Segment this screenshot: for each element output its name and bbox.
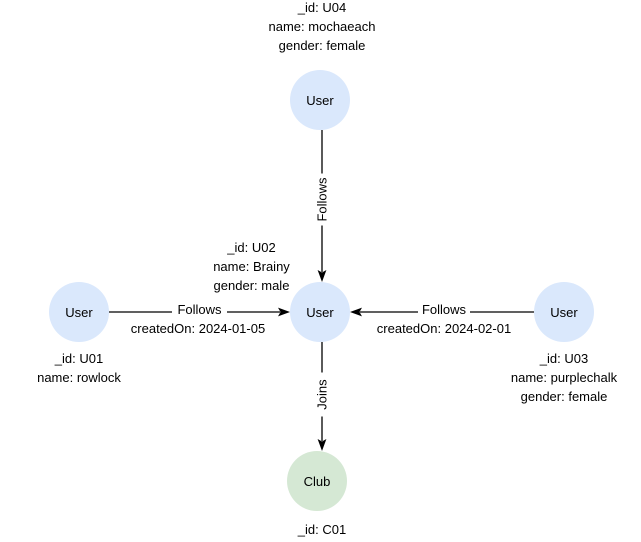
node-club-c01[interactable]: Club bbox=[287, 451, 347, 511]
property-line: _id: U02 bbox=[227, 240, 276, 255]
node-properties-u01[interactable]: _id: U01 name: rowlock bbox=[2, 347, 156, 389]
node-label: User bbox=[65, 304, 93, 320]
edge-label-follows-u03-u02[interactable]: Follows bbox=[418, 301, 470, 318]
node-properties-u02[interactable]: _id: U02 name: Brainy gender: male bbox=[178, 236, 325, 297]
property-line: gender: female bbox=[520, 389, 608, 404]
node-user-u02[interactable]: User bbox=[290, 282, 350, 342]
edge-label-joins-u02-c01[interactable]: Joins bbox=[313, 372, 331, 416]
node-properties-c01[interactable]: _id: C01 bbox=[247, 518, 397, 541]
edge-property-createdon-u01-u02[interactable]: createdOn: 2024-01-05 bbox=[123, 318, 273, 339]
node-user-u04[interactable]: User bbox=[290, 70, 350, 130]
property-line: _id: U04 bbox=[297, 0, 347, 15]
property-line: _id: U03 bbox=[539, 351, 589, 366]
arrowhead-icon bbox=[350, 307, 362, 317]
node-user-u03[interactable]: User bbox=[534, 282, 594, 342]
property-line: name: mochaeach bbox=[268, 19, 376, 34]
property-line: gender: male bbox=[213, 278, 290, 293]
arrowhead-icon bbox=[278, 307, 290, 317]
edge-label-follows-u01-u02[interactable]: Follows bbox=[172, 301, 227, 318]
property-line: name: rowlock bbox=[37, 370, 121, 385]
node-properties-u03[interactable]: _id: U03 name: purplechalk gender: femal… bbox=[487, 347, 641, 408]
node-label: User bbox=[550, 304, 578, 320]
arrowhead-icon bbox=[317, 270, 327, 282]
property-line: name: purplechalk bbox=[510, 370, 618, 385]
node-label: User bbox=[306, 304, 334, 320]
node-properties-u04[interactable]: _id: U04 name: mochaeach gender: female bbox=[244, 0, 400, 57]
property-line: _id: U01 bbox=[54, 351, 104, 366]
node-label: Club bbox=[303, 473, 331, 489]
edge-label-follows-u04-u02[interactable]: Follows bbox=[313, 173, 331, 225]
property-line: _id: C01 bbox=[297, 522, 347, 537]
edge-property-createdon-u03-u02[interactable]: createdOn: 2024-02-01 bbox=[368, 318, 520, 339]
property-line: name: Brainy bbox=[213, 259, 290, 274]
node-user-u01[interactable]: User bbox=[49, 282, 109, 342]
property-line: gender: female bbox=[278, 38, 366, 53]
arrowhead-icon bbox=[317, 439, 327, 451]
node-label: User bbox=[306, 92, 334, 108]
